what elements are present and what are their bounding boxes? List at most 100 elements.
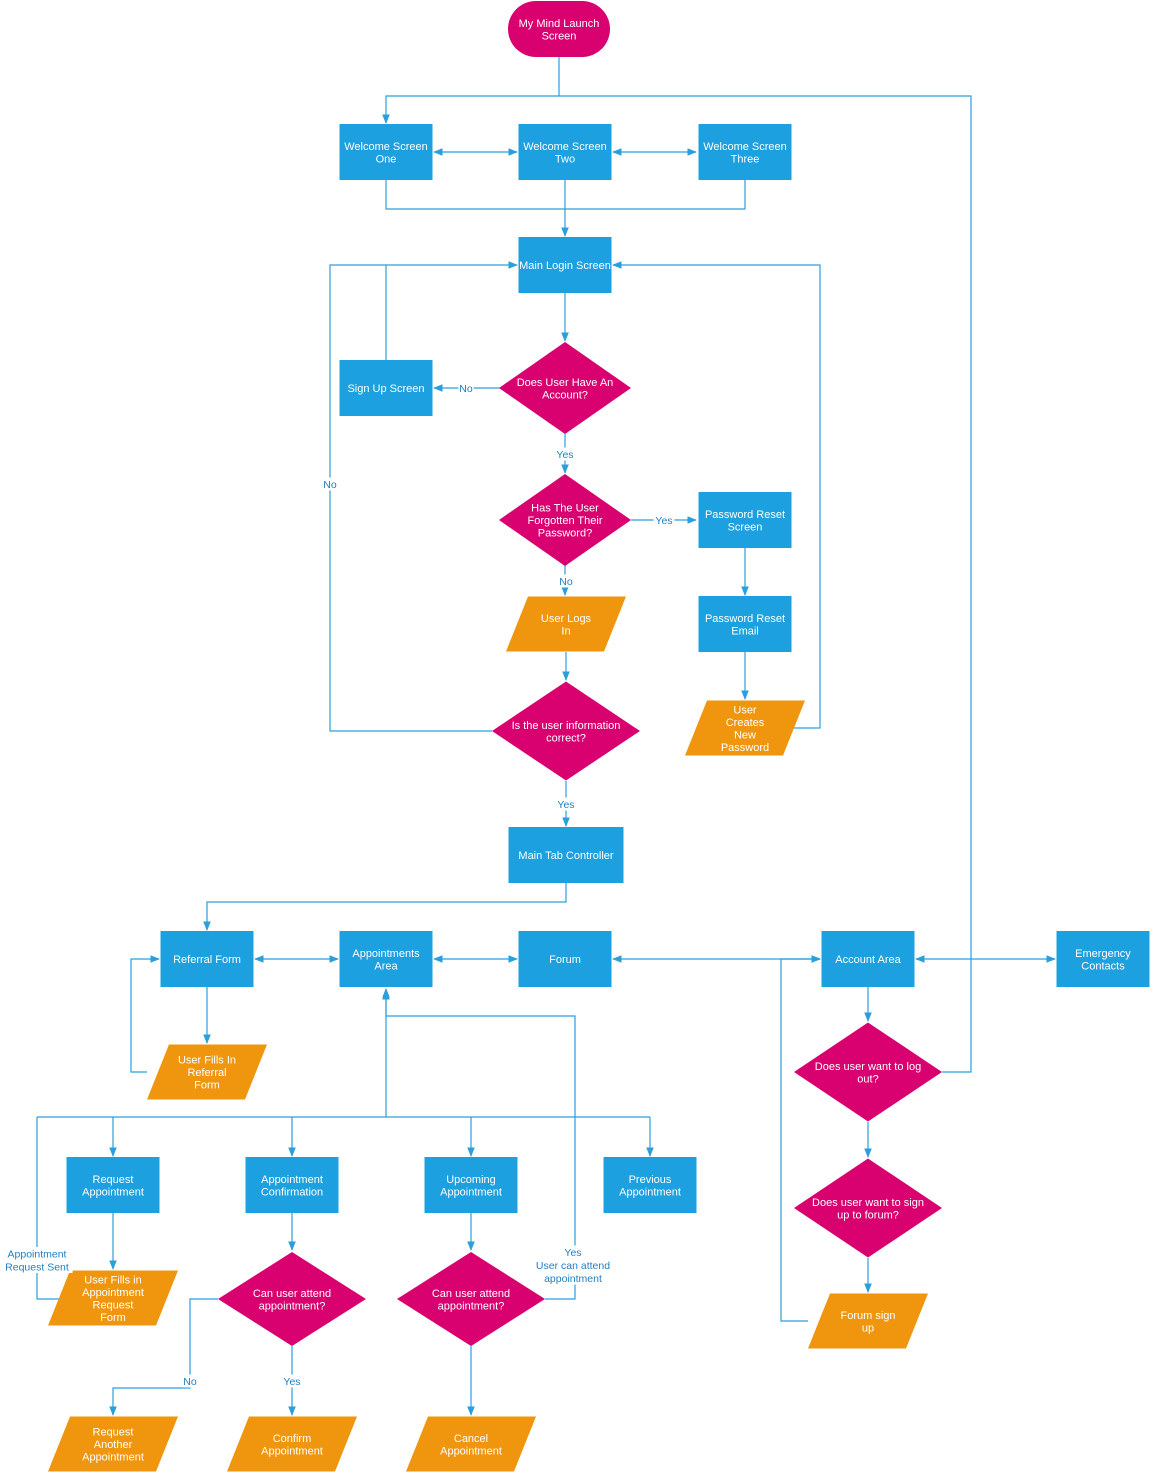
label-bg <box>281 1374 303 1388</box>
process-box-shape <box>339 360 433 416</box>
label-bg <box>558 574 574 588</box>
node-label: Forum <box>549 954 581 966</box>
io-shape <box>227 1416 357 1472</box>
terminal-shape <box>508 1 610 57</box>
io-shape <box>147 1044 267 1100</box>
process-box-shape <box>603 1157 697 1213</box>
decision-shape <box>499 474 631 566</box>
process-box-shape <box>339 124 433 180</box>
node-label: Referral Form <box>173 954 241 966</box>
io-shape <box>808 1293 928 1349</box>
process-box-shape <box>518 124 612 180</box>
node-label: Account Area <box>835 954 901 966</box>
connector-line <box>385 261 518 361</box>
io-shape <box>685 700 805 756</box>
node-signup[interactable]: Sign Up Screen <box>339 360 433 416</box>
node-login[interactable]: Main Login Screen <box>518 237 612 293</box>
decision-shape <box>499 342 631 434</box>
process-box-shape <box>424 1157 518 1213</box>
label-bg <box>653 513 675 527</box>
label-bg <box>458 381 474 395</box>
connector-line <box>36 1117 60 1300</box>
process-box-shape <box>698 596 792 652</box>
io-shape <box>48 1416 178 1472</box>
connector-line <box>780 955 821 1322</box>
node-label: Sign Up Screen <box>347 383 424 395</box>
process-box-shape <box>698 124 792 180</box>
io-shape <box>406 1416 536 1472</box>
node-referral[interactable]: Referral Form <box>160 931 254 987</box>
edge-label-info-no: No <box>323 479 337 491</box>
edge-label-forgot-no: No <box>559 576 573 588</box>
decision-shape <box>794 1158 942 1258</box>
connector-line <box>329 264 492 732</box>
connector-line <box>382 990 576 1300</box>
process-box-shape <box>66 1157 160 1213</box>
decision-shape <box>218 1252 366 1346</box>
node-forum[interactable]: Forum <box>518 931 612 987</box>
process-box-shape <box>160 931 254 987</box>
label-bg <box>554 447 576 461</box>
connectors <box>36 57 1056 1416</box>
process-box-shape <box>245 1157 339 1213</box>
connector-line <box>382 57 560 124</box>
edge-label-can1-yes: Yes <box>283 1376 300 1388</box>
decision-shape <box>794 1022 942 1122</box>
edge-label-info-yes: Yes <box>557 799 574 811</box>
process-box-shape <box>518 931 612 987</box>
edge-label-forgot-yes: Yes <box>655 515 672 527</box>
process-box-shape <box>698 492 792 548</box>
label-bg <box>182 1374 198 1388</box>
io-shape <box>48 1270 178 1326</box>
label-bg <box>555 797 577 811</box>
node-account[interactable]: Account Area <box>821 931 915 987</box>
connector-line <box>203 883 567 931</box>
label-bg <box>322 477 338 491</box>
node-main-tab[interactable]: Main Tab Controller <box>508 827 624 883</box>
